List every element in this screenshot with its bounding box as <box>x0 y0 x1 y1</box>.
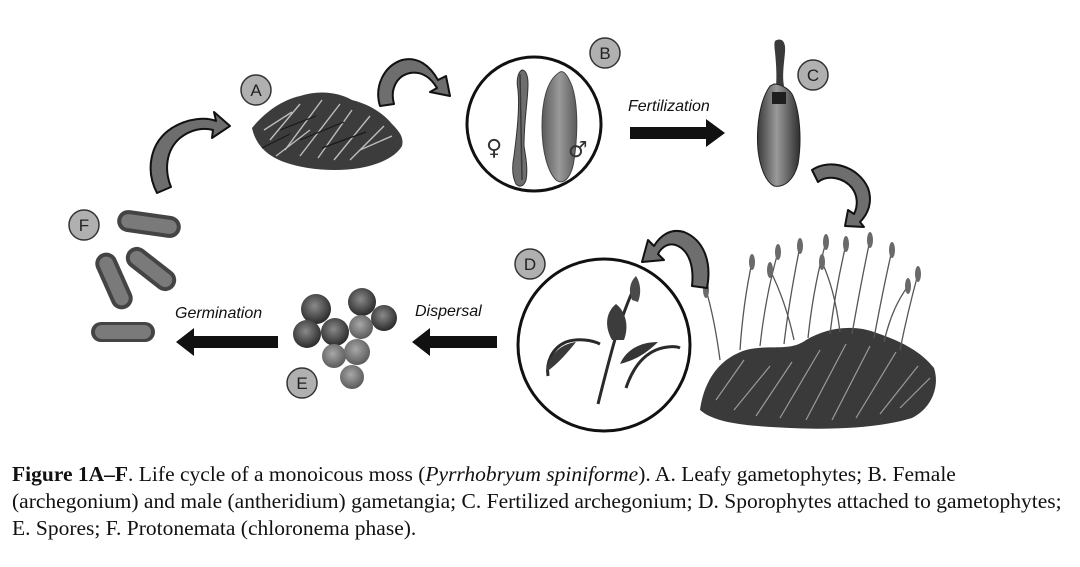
svg-text:A: A <box>250 81 262 100</box>
stage-c-badge: C <box>797 59 829 91</box>
stage-f-protonemata-image <box>91 210 181 342</box>
curved-arrow-a-to-b <box>377 58 451 107</box>
caption-text-2: ). A. Leafy gametophytes; B. Female (arc… <box>12 462 1062 540</box>
svg-text:E: E <box>296 374 307 393</box>
straight-arrows <box>176 119 725 356</box>
stage-b-gametangia-image: ♀ ♂ <box>465 55 603 193</box>
female-symbol: ♀ <box>486 136 502 161</box>
curved-arrow-mat-to-d <box>641 230 710 289</box>
figure-caption: Figure 1A–F. Life cycle of a monoicous m… <box>12 461 1072 542</box>
stage-b-badge: B <box>589 37 621 69</box>
curved-arrows <box>149 58 871 289</box>
dispersal-label: Dispersal <box>415 303 482 320</box>
svg-text:C: C <box>807 66 819 85</box>
stage-a-badge: A <box>240 74 272 106</box>
dispersal-arrow <box>412 328 497 356</box>
male-symbol: ♂ <box>568 138 588 163</box>
stage-d-badge: D <box>514 248 546 280</box>
fertilization-label: Fertilization <box>628 98 710 115</box>
svg-text:B: B <box>599 44 610 63</box>
stage-c-archegonium-image <box>757 39 801 187</box>
svg-text:D: D <box>524 255 536 274</box>
stage-f-badge: F <box>68 209 100 241</box>
curved-arrow-f-to-a <box>149 111 231 194</box>
stage-e-badge: E <box>286 367 318 399</box>
stage-a-gametophytes-image <box>252 92 403 170</box>
germination-label: Germination <box>175 305 262 322</box>
stage-d-sporophytes-image <box>516 257 692 433</box>
svg-text:F: F <box>79 216 89 235</box>
stage-e-spores-image <box>293 288 397 389</box>
sporophytes-on-gametophytes-image <box>700 232 936 429</box>
germination-arrow <box>176 328 278 356</box>
fertilization-arrow <box>630 119 725 147</box>
life-cycle-diagram: ♀ ♂ <box>68 37 936 433</box>
figure-label: Figure 1A–F <box>12 462 129 486</box>
curved-arrow-c-to-mat <box>811 163 871 228</box>
stage-badges: A B C D E F <box>68 37 829 399</box>
caption-text-1: . Life cycle of a monoicous moss ( <box>128 462 426 486</box>
species-name: Pyrrhobryum spiniforme <box>425 462 639 486</box>
